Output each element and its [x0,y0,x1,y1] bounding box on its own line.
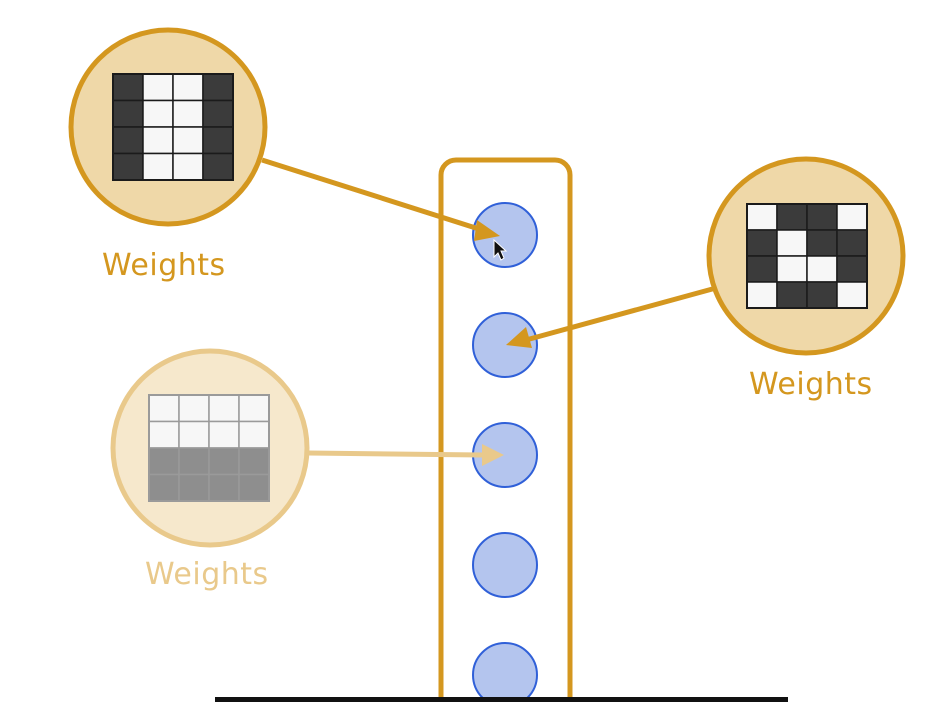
grid-cell [836,203,868,231]
grid-cell [746,203,778,231]
weights-label-right: Weights [749,367,873,402]
weights-grid-top-left [112,73,234,181]
grid-cell [112,99,144,128]
grid-cell [238,447,270,476]
grid-cell [746,229,778,257]
weights-label-faded: Weights [145,557,269,592]
arrow-faded [307,444,504,466]
grid-cell [806,255,838,283]
grid-cell [142,126,174,155]
grid-cell [172,99,204,128]
grid-cell [202,73,234,102]
grid-cell [148,394,180,423]
weights-label-top-left: Weights [102,248,226,283]
neuron-1 [472,202,538,268]
arrow-top-left [261,157,500,241]
grid-cell [202,126,234,155]
grid-cell [172,73,204,102]
grid-cell [148,447,180,476]
grid-cell [202,99,234,128]
grid-cell [776,203,808,231]
layer-box [438,157,573,702]
grid-border [148,394,270,502]
grid-cell [172,152,204,181]
grid-cell [112,126,144,155]
grid-cell [238,420,270,449]
grid-cell [238,473,270,502]
grid-cell [208,394,240,423]
grid-cell [178,394,210,423]
weights-grid-right [746,203,868,309]
grid-border [112,73,234,181]
grid-cell [806,203,838,231]
grid-cell [142,152,174,181]
grid-cell [208,473,240,502]
grid-cell [112,73,144,102]
grid-cell [172,126,204,155]
grid-cell [142,73,174,102]
grid-cell [776,255,808,283]
grid-cell [178,473,210,502]
grid-cell [746,281,778,309]
grid-cell [148,473,180,502]
grid-cell [238,394,270,423]
bottom-bar [215,697,788,702]
grid-cell [776,281,808,309]
grid-cell [208,447,240,476]
neuron-column [472,202,538,702]
grid-cell [178,447,210,476]
neuron-5 [472,642,538,702]
grid-cell [836,255,868,283]
grid-cell [836,281,868,309]
grid-cell [806,281,838,309]
weights-grid-faded [148,394,270,502]
neuron-2 [472,312,538,378]
grid-cell [806,229,838,257]
grid-cell [836,229,868,257]
neuron-4 [472,532,538,598]
grid-cell [746,255,778,283]
grid-cell [178,420,210,449]
grid-cell [202,152,234,181]
grid-cell [112,152,144,181]
grid-cell [208,420,240,449]
grid-cell [148,420,180,449]
grid-cell [142,99,174,128]
arrow-right [506,285,717,348]
grid-border [746,203,868,309]
grid-cell [776,229,808,257]
mouse-cursor-icon [493,238,508,261]
